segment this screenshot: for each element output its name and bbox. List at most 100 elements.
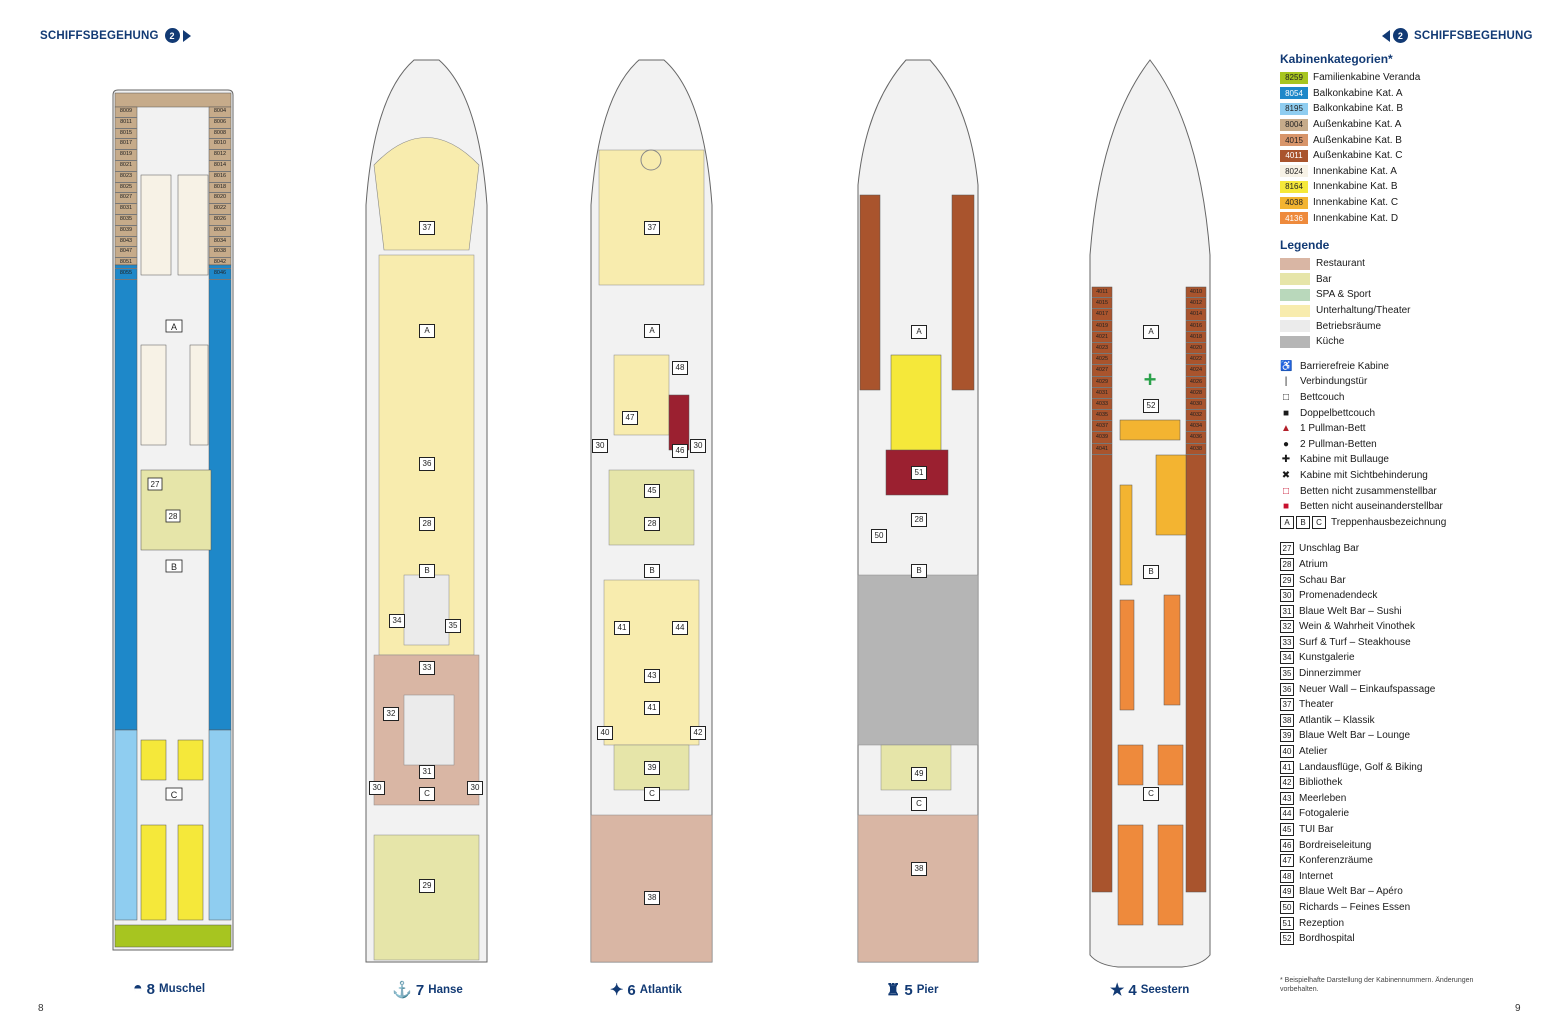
area-label: Bar	[1316, 273, 1332, 285]
symbol-label: Betten nicht auseinanderstellbar	[1300, 501, 1443, 513]
footnote: * Beispielhafte Darstellung der Kabinenn…	[1280, 977, 1474, 993]
area-swatch	[1280, 257, 1310, 270]
venue-number: 50	[1280, 900, 1294, 914]
area-number-box: 51	[911, 466, 927, 480]
category-label: Außenkabine Kat. C	[1313, 150, 1403, 162]
beds-not-combinable-icon: □	[1282, 485, 1290, 497]
venue-number: 39	[1280, 729, 1294, 743]
obstructed-view-icon: ✖	[1281, 469, 1291, 481]
symbol-row: ▲1 Pullman-Bett	[1280, 421, 1540, 437]
venue-label: Richards – Feines Essen	[1299, 901, 1411, 913]
symbol-label: Bettcouch	[1300, 391, 1345, 403]
svg-text:28: 28	[169, 512, 178, 521]
venue-label: Promenadendeck	[1299, 590, 1378, 602]
cabin-number: 8042	[209, 258, 231, 269]
symbol-row: ✚Kabine mit Bullauge	[1280, 452, 1540, 468]
symbol-row: |Verbindungstür	[1280, 374, 1540, 390]
cabin-number: 8012	[209, 150, 231, 161]
area-number-box: 45	[644, 484, 660, 498]
venue-number: 46	[1280, 838, 1294, 852]
left-header-title: SCHIFFSBEGEHUNG	[40, 29, 159, 42]
cabin-number: 8027	[115, 193, 137, 205]
venue-label: Fotogalerie	[1299, 808, 1350, 820]
category-label: Balkonkabine Kat. A	[1313, 87, 1403, 99]
svg-text:C: C	[171, 790, 178, 800]
cabin-number: 8015	[115, 129, 137, 140]
cabin-number: 8009	[115, 107, 137, 118]
area-number-box: C	[911, 797, 927, 811]
right-header-title: SCHIFFSBEGEHUNG	[1414, 29, 1533, 42]
cabin-number: 8019	[115, 150, 137, 161]
venue-label: Surf & Turf – Steakhouse	[1299, 636, 1411, 648]
area-number-box: A	[644, 324, 660, 338]
cabin-number: 4025	[1092, 354, 1112, 366]
connecting-door-icon: |	[1284, 376, 1288, 388]
area-swatch	[1280, 304, 1310, 317]
area-swatch	[1280, 273, 1310, 286]
stair-legend: A B C Treppenhausbezeichnung	[1280, 514, 1540, 530]
cabin-number: 4019	[1092, 321, 1112, 332]
area-number-box: B	[1143, 565, 1159, 579]
area-number-box: 49	[911, 767, 927, 781]
cabin-number: 8011	[115, 118, 137, 129]
area-number-box: 44	[672, 621, 688, 635]
venue-number: 34	[1280, 651, 1294, 665]
venue-label: Konferenzräume	[1299, 855, 1373, 867]
venue-label: Bibliothek	[1299, 777, 1343, 789]
cabin-number: 8020	[209, 193, 231, 205]
area-number-box: 28	[419, 517, 435, 531]
starfish-icon: ★	[1110, 982, 1125, 999]
left-header: SCHIFFSBEGEHUNG 2	[40, 28, 191, 43]
cabin-number: 8018	[209, 183, 231, 194]
area-number-box: 50	[871, 529, 887, 543]
deck-label-7: ⚓ 7 Hanse	[392, 981, 463, 1000]
symbol-row: ✖Kabine mit Sichtbehinderung	[1280, 468, 1540, 484]
area-number-box: 28	[644, 517, 660, 531]
page-number-left: 8	[38, 1003, 44, 1014]
area-swatch	[1280, 320, 1310, 333]
area-number-box: 46	[672, 444, 688, 458]
symbol-label: 2 Pullman-Betten	[1300, 438, 1377, 450]
cabin-number: 4017	[1092, 309, 1112, 321]
area-number-box: 30	[592, 439, 608, 453]
category-swatch: 8259	[1280, 71, 1308, 84]
area-number-box: 43	[644, 669, 660, 683]
cabin-number: 8014	[209, 161, 231, 172]
area-number-box: 41	[614, 621, 630, 635]
venue-number: 31	[1280, 604, 1294, 618]
venue-number: 48	[1280, 869, 1294, 883]
venue-label: Kunstgalerie	[1299, 652, 1355, 664]
area-number-box: 52	[1143, 399, 1159, 413]
symbol-row: ●2 Pullman-Betten	[1280, 436, 1540, 452]
symbol-row: ■Doppelbettcouch	[1280, 405, 1540, 421]
compass-star-icon: ✦	[610, 982, 624, 999]
cabin-number: 8035	[115, 215, 137, 226]
area-number-box: 32	[383, 707, 399, 721]
cabin-number: 8038	[209, 247, 231, 259]
cabin-number: 8021	[115, 161, 137, 172]
sofa-bed-icon: □	[1282, 391, 1290, 403]
cabin-number: 4038	[1186, 444, 1206, 455]
category-label: Außenkabine Kat. A	[1313, 119, 1402, 131]
symbol-list: ♿Barrierefreie Kabine|Verbindungstür□Bet…	[1280, 359, 1540, 515]
cabin-number: 4039	[1092, 432, 1112, 444]
venue-label: Bordreiseleitung	[1299, 839, 1372, 851]
venue-number: 52	[1280, 932, 1294, 946]
venue-label: Atelier	[1299, 746, 1328, 758]
category-swatch: 4136	[1280, 212, 1308, 225]
cabin-number: 4030	[1186, 399, 1206, 411]
page-number-right: 9	[1515, 1003, 1521, 1014]
venue-label: Meerleben	[1299, 792, 1347, 804]
